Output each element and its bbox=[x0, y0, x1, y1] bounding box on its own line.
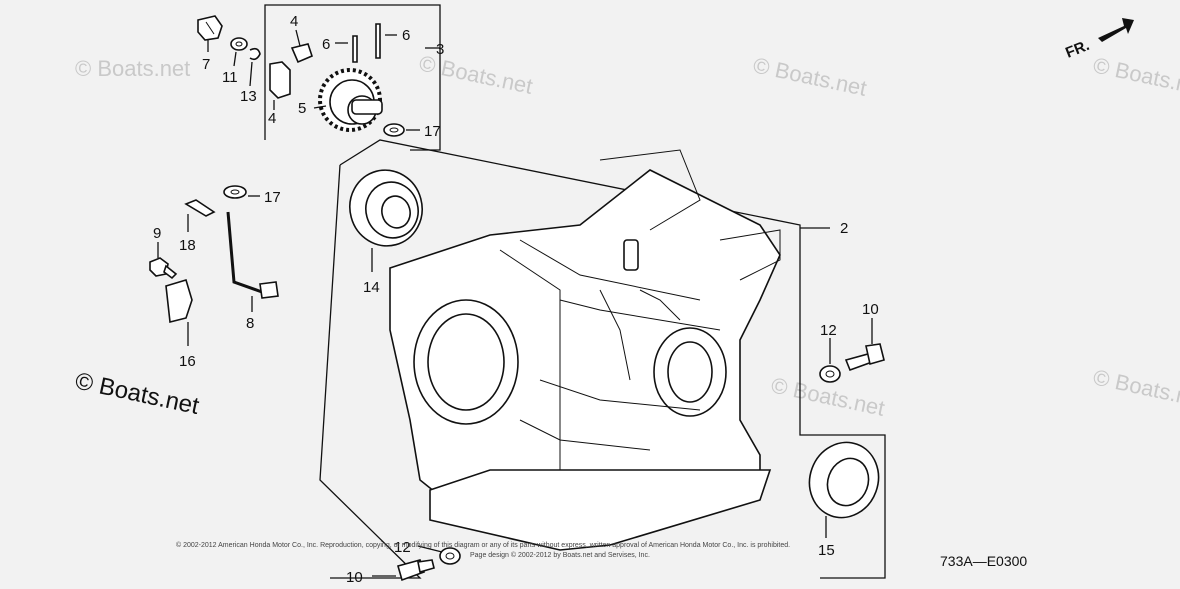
part-10-bolt-b bbox=[397, 559, 435, 582]
callout-14: 14 bbox=[363, 279, 380, 296]
part-4-weight bbox=[269, 61, 291, 99]
group-bracket-2 bbox=[319, 139, 886, 579]
callout-5: 5 bbox=[298, 100, 306, 117]
svg-text:FR.: FR. bbox=[1063, 37, 1092, 62]
part-7-bolt bbox=[197, 15, 223, 41]
diagram-code: 733A—E0300 bbox=[940, 553, 1027, 569]
watermark: © Boats.net bbox=[417, 50, 535, 98]
part-12-washer-b bbox=[439, 547, 461, 565]
callout-4: 4 bbox=[268, 110, 276, 127]
callout-13: 13 bbox=[240, 88, 257, 105]
callout-12: 12 bbox=[820, 322, 837, 339]
part-14-bearing bbox=[349, 169, 423, 247]
copyright-line-2: Page design © 2002-2012 by Boats.net and… bbox=[470, 551, 650, 559]
callout-8: 8 bbox=[246, 315, 254, 332]
callout-12: 12 bbox=[394, 539, 411, 556]
callout-6: 6 bbox=[402, 27, 410, 44]
part-9-bolt bbox=[149, 257, 178, 280]
part-17-washer bbox=[383, 123, 405, 137]
callout-9: 9 bbox=[153, 225, 161, 242]
part-11-washer bbox=[230, 37, 248, 51]
part-4-weight-b bbox=[290, 43, 313, 64]
callout-7: 7 bbox=[202, 56, 210, 73]
part-13-clip bbox=[249, 47, 261, 61]
callout-11: 11 bbox=[222, 69, 238, 86]
watermark: © Boats.net bbox=[1091, 364, 1180, 412]
watermark: © Boats.net bbox=[1091, 52, 1180, 100]
copyright-line: © 2002-2012 American Honda Motor Co., In… bbox=[176, 541, 790, 549]
callout-6: 6 bbox=[322, 36, 330, 53]
callout-2: 2 bbox=[840, 220, 848, 237]
callout-3: 3 bbox=[436, 41, 444, 58]
watermark: © Boats.net bbox=[75, 56, 190, 81]
part-15-oil-seal bbox=[808, 441, 880, 519]
callout-18: 18 bbox=[179, 237, 196, 254]
part-18-clip bbox=[184, 199, 216, 217]
part-12-washer bbox=[819, 365, 841, 383]
part-16-bracket bbox=[165, 279, 193, 323]
callout-10: 10 bbox=[862, 301, 879, 318]
callout-4: 4 bbox=[290, 13, 298, 30]
part-2-crankcase bbox=[389, 149, 781, 551]
part-8-rod bbox=[226, 211, 263, 294]
part-10-bolt bbox=[844, 343, 885, 372]
callout-15: 15 bbox=[818, 542, 835, 559]
callout-17: 17 bbox=[424, 123, 441, 140]
part-5-governor-gear bbox=[318, 68, 383, 132]
part-17-washer-b bbox=[223, 185, 247, 199]
part-6-pins bbox=[352, 23, 381, 63]
main-watermark: © Boats.net bbox=[73, 367, 202, 420]
callout-17: 17 bbox=[264, 189, 281, 206]
watermark: © Boats.net bbox=[751, 52, 869, 100]
callout-10: 10 bbox=[346, 569, 363, 586]
callout-16: 16 bbox=[179, 353, 196, 370]
